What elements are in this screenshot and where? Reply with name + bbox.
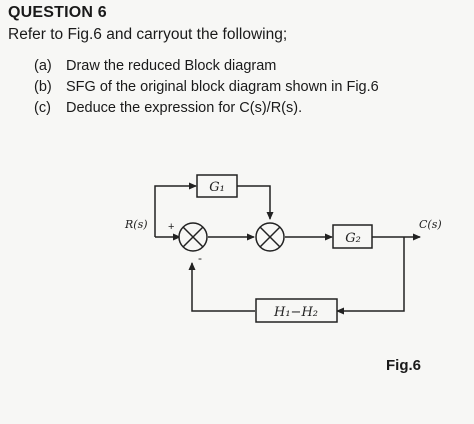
task-item-label: (a) [34, 58, 52, 74]
feedback-line-to-h [336, 237, 405, 315]
summing-junction-2-cross [259, 226, 281, 248]
summing-junction-1-cross [182, 226, 204, 248]
block-g2-label: G₂ [345, 231, 361, 246]
task-item-b: (b) SFG of the original block diagram sho… [34, 77, 379, 98]
task-item-label: (c) [34, 100, 51, 116]
question-title: QUESTION 6 [8, 4, 107, 21]
output-label: C(s) [419, 218, 442, 231]
minus-sign: - [198, 251, 202, 265]
task-item-text: SFG of the original block diagram shown … [66, 79, 379, 95]
figure-caption: Fig.6 [386, 357, 422, 374]
feedforward-line-to-g1 [154, 182, 197, 237]
task-item-text: Deduce the expression for C(s)/R(s). [66, 100, 303, 116]
task-item-label: (b) [34, 79, 52, 95]
block-feedback-label: H₁−H₂ [273, 305, 318, 320]
feedback-line-from-h [188, 262, 255, 312]
block-g2 [332, 224, 373, 249]
block-h1-minus-h2 [255, 298, 338, 323]
input-label: R(s) [124, 218, 148, 231]
feedforward-line-from-g1 [237, 185, 274, 220]
task-item-c: (c) Deduce the expression for C(s)/R(s). [34, 98, 379, 119]
block-g1 [196, 174, 238, 198]
plus-sign: + [168, 221, 174, 233]
question-intro: Refer to Fig.6 and carryout the followin… [8, 26, 288, 43]
block-g1-label: G₁ [209, 180, 225, 195]
task-item-a: (a) Draw the reduced Block diagram [34, 56, 379, 77]
task-list: (a) Draw the reduced Block diagram (b) SFG… [34, 56, 379, 119]
task-item-text: Draw the reduced Block diagram [66, 58, 277, 74]
